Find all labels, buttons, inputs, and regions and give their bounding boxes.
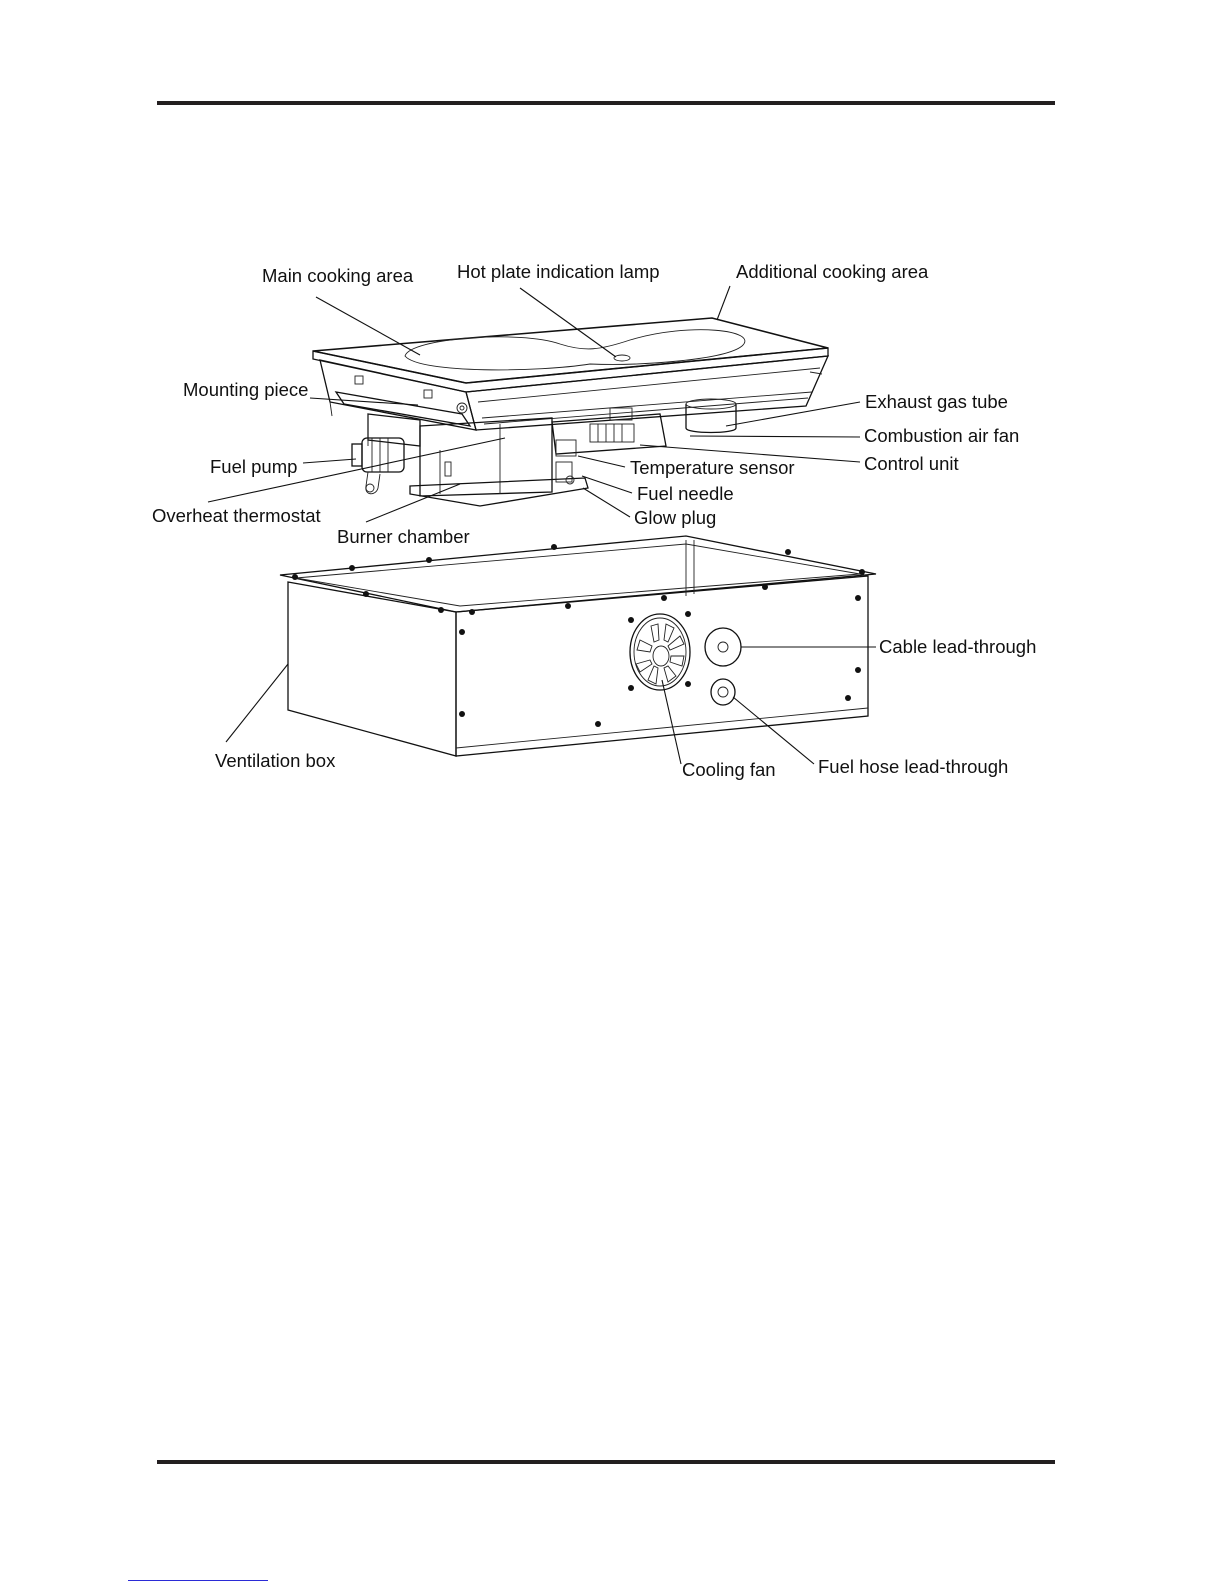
label-control-unit: Control unit [864,453,959,474]
box-left-face [288,582,456,756]
label-main-cooking-area: Main cooking area [262,265,414,286]
label-cable-lead-through: Cable lead-through [879,636,1036,657]
label-burner-chamber: Burner chamber [337,526,470,547]
label-overheat-thermostat: Overheat thermostat [152,505,321,526]
label-fuel-pump: Fuel pump [210,456,297,477]
label-cooling-fan: Cooling fan [682,759,776,780]
label-glow-plug: Glow plug [634,507,716,528]
label-mounting-piece: Mounting piece [183,379,308,400]
label-fuel-needle: Fuel needle [637,483,734,504]
label-combustion-air-fan: Combustion air fan [864,425,1019,446]
cable-lead-through-part [705,628,741,666]
label-additional-cooking-area: Additional cooking area [736,261,929,282]
fuel-hose-lead-through-part [711,679,735,705]
cooling-fan-grille [630,614,690,690]
label-ventilation-box: Ventilation box [215,750,336,771]
label-hot-plate-indication-lamp: Hot plate indication lamp [457,261,660,282]
box-top-rim [280,536,876,612]
mounting-bracket [336,392,470,426]
label-temperature-sensor: Temperature sensor [630,457,795,478]
ventilation-box [280,536,876,756]
face-screws [459,595,861,727]
label-fuel-hose-lead-through: Fuel hose lead-through [818,756,1008,777]
label-exhaust-gas-tube: Exhaust gas tube [865,391,1008,412]
